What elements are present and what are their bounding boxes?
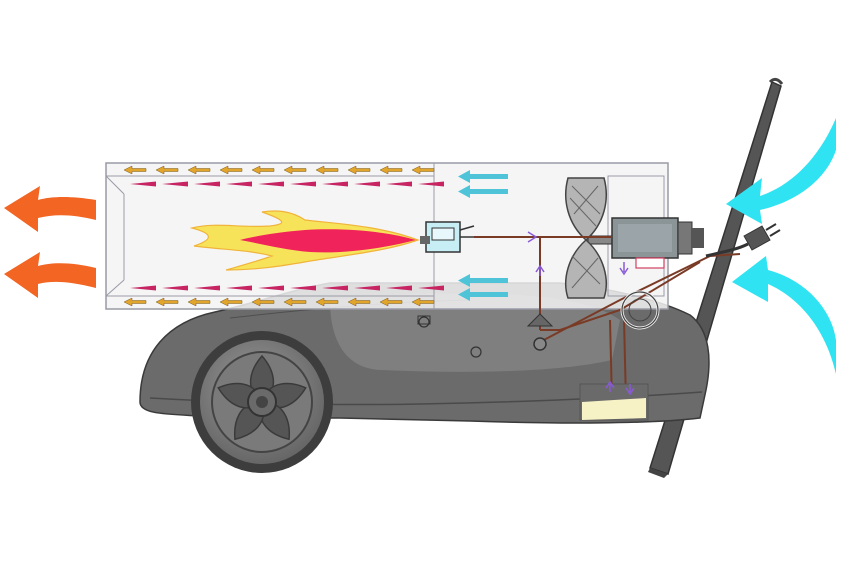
airflow-arrow (315, 165, 339, 175)
airflow-arrow (283, 297, 307, 307)
gas-flow-arrow (226, 285, 252, 291)
hot-air-outlet-arrow-icon (4, 186, 96, 298)
airflow-arrow (251, 165, 275, 175)
airflow-arrow (283, 165, 307, 175)
gas-flow-arrow (226, 181, 252, 187)
flame-icon (189, 210, 420, 271)
airflow-arrow (187, 165, 211, 175)
airflow-arrow (219, 165, 243, 175)
gas-flow-arrow (322, 181, 348, 187)
power-plug-icon (705, 223, 781, 258)
airflow-arrow (187, 297, 211, 307)
gas-flow-arrow (162, 181, 188, 187)
airflow-arrow (123, 297, 147, 307)
airflow-arrow (155, 165, 179, 175)
airflow-arrow (379, 165, 403, 175)
cold-air-inlet-arrow-icon (726, 118, 836, 374)
gas-flow-arrow (418, 181, 444, 187)
gas-flow-arrow (290, 285, 316, 291)
burner-nozzle-icon (420, 221, 475, 253)
gas-flow-arrow (322, 285, 348, 291)
gas-flow-arrow (354, 285, 380, 291)
airflow-arrow (315, 297, 339, 307)
airflow-arrow (251, 297, 275, 307)
fan-blade-icon (565, 177, 613, 299)
airflow-arrow (379, 297, 403, 307)
airflow-arrow (219, 297, 243, 307)
airflow-arrow (411, 297, 435, 307)
gas-flow-arrow (194, 285, 220, 291)
gas-flow-arrow (258, 285, 284, 291)
gas-flow-arrow (130, 285, 156, 291)
gas-flow-arrow (386, 285, 412, 291)
airflow-arrow (411, 165, 435, 175)
fuel-lines (474, 231, 741, 403)
airflow-arrow (123, 165, 147, 175)
inner-cyan-airflow (458, 170, 508, 301)
gas-flow-arrow (418, 285, 444, 291)
airflow-arrow (155, 297, 179, 307)
gas-flow-arrow (386, 181, 412, 187)
gas-flow-arrow (130, 181, 156, 187)
airflow-arrow (347, 297, 371, 307)
motor-pump-icon (611, 217, 704, 276)
gas-flow-arrow (162, 285, 188, 291)
airflow-arrow (347, 165, 371, 175)
fuel-tank (579, 380, 649, 421)
wheel-icon (191, 331, 333, 473)
gas-flow-arrow (258, 181, 284, 187)
gas-flow-arrow (290, 181, 316, 187)
gas-flow-arrow (354, 181, 380, 187)
gas-flow-arrow (194, 181, 220, 187)
inner-airflow-arrows (123, 165, 444, 307)
